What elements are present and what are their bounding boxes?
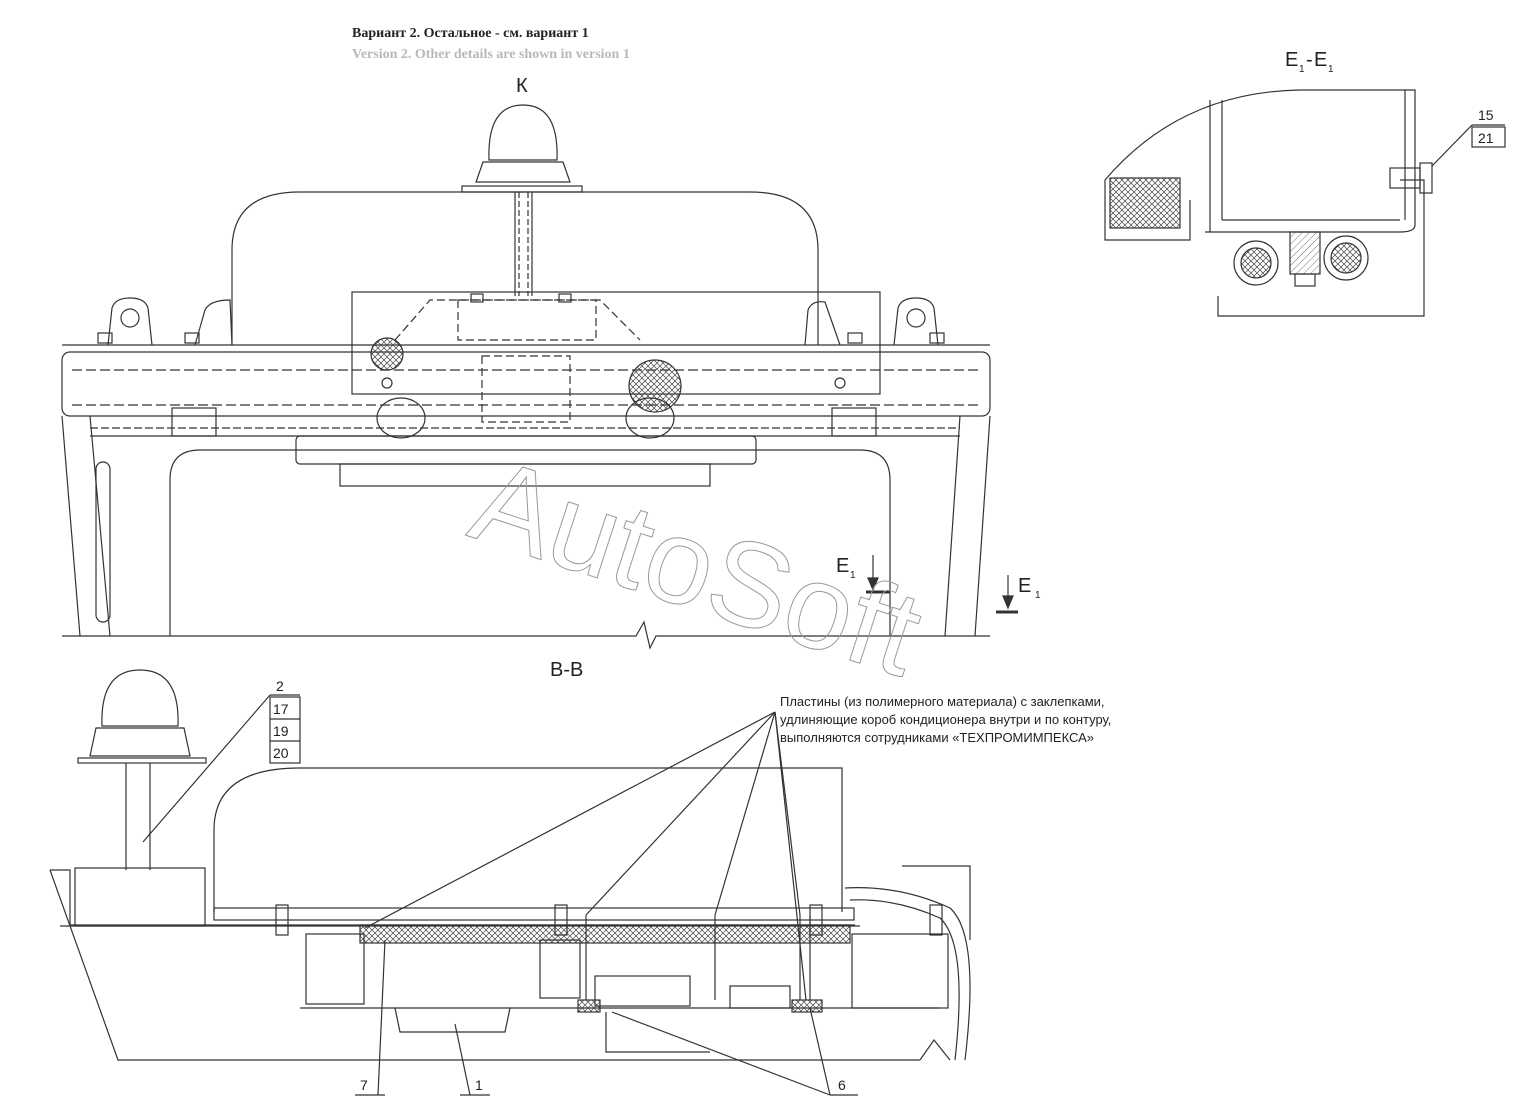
callout-6: 6	[838, 1077, 846, 1093]
callout-2: 2	[276, 678, 284, 694]
break-line-top-view	[62, 620, 990, 650]
ac-unit-outline	[231, 191, 819, 345]
callout-21: 21	[1478, 130, 1494, 146]
header-english: Version 2. Other details are shown in ve…	[352, 47, 630, 62]
section-e1-dash: -	[1306, 49, 1313, 71]
section-e1-title-sub1: 1	[1299, 64, 1305, 75]
callout-15: 15	[1478, 107, 1494, 123]
note-line-2: удлиняющие короб кондиционера внутри и п…	[780, 712, 1112, 727]
beacon-side	[77, 669, 207, 870]
note-text: Пластины (из полимерного материала) с за…	[780, 693, 1111, 747]
section-e1-title-e2: E	[1314, 49, 1327, 71]
beacon-top	[461, 104, 583, 296]
watermark: AutoSoft	[457, 432, 936, 702]
section-bb-label: В-В	[550, 659, 583, 681]
mounting-plate	[351, 291, 881, 395]
note-line-1: Пластины (из полимерного материала) с за…	[780, 694, 1105, 709]
section-bb: В-В	[49, 659, 971, 1096]
section-e1-title-sub2: 1	[1328, 64, 1334, 75]
seal-right	[628, 359, 682, 413]
section-e-mark-left: E	[836, 555, 849, 577]
view-k: К	[61, 75, 1041, 650]
section-e-sub-left: 1	[850, 570, 856, 581]
callout-17: 17	[273, 701, 289, 717]
callout-7: 7	[360, 1077, 368, 1093]
callout-1: 1	[475, 1077, 483, 1093]
note-line-3: выполняются сотрудниками «ТЕХПРОМИМПЕКСА…	[780, 730, 1094, 745]
seal-left	[370, 337, 404, 371]
lifting-eyes	[107, 297, 939, 346]
header-russian: Вариант 2. Остальное - см. вариант 1	[352, 26, 589, 41]
top-nuts	[97, 293, 945, 344]
right-pillar	[944, 415, 991, 637]
section-e1-e1: E 1 - E 1 15 21	[1104, 49, 1506, 317]
callout-19: 19	[273, 723, 289, 739]
section-e-mark-right: E	[1018, 575, 1031, 597]
callout-20: 20	[273, 745, 289, 761]
view-k-label: К	[516, 75, 528, 97]
left-pillar	[61, 415, 111, 637]
section-e1-title-e1: E	[1285, 49, 1298, 71]
roof-beam	[61, 351, 991, 417]
section-e-sub-right: 1	[1035, 590, 1041, 601]
ac-unit-side	[213, 767, 843, 912]
